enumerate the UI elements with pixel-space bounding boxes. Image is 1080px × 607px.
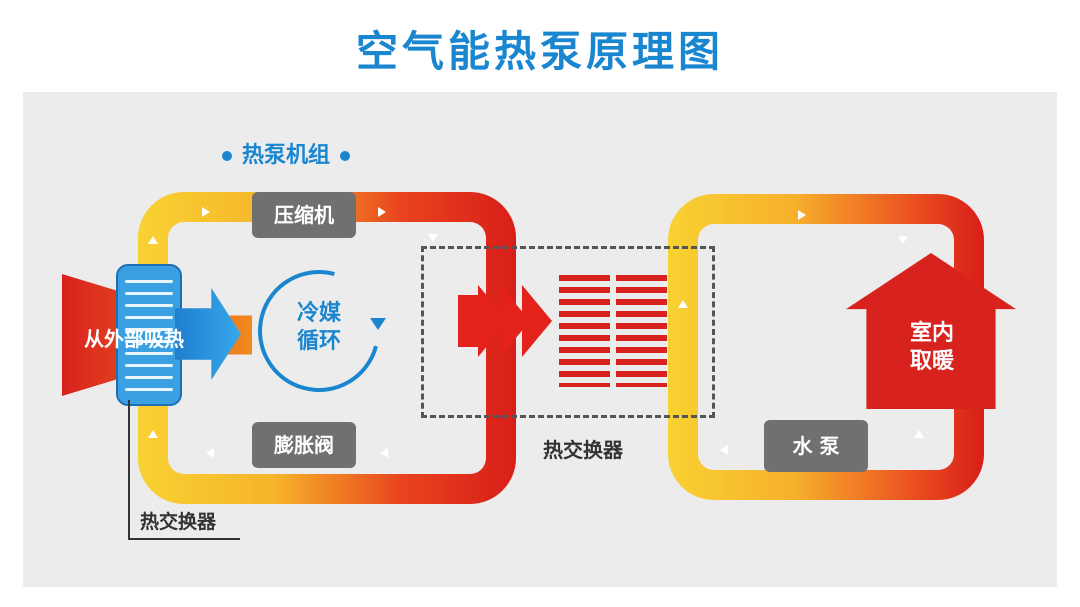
indoor-heating-text: 室内 取暖 <box>896 320 968 376</box>
outdoor-heat-exchanger <box>116 264 182 406</box>
indoor-heating-line2: 取暖 <box>909 349 954 374</box>
heat-transfer-chevron <box>522 285 552 357</box>
flow-arrow <box>202 207 210 217</box>
heat-pump-unit-label: 热泵机组 <box>212 138 360 174</box>
water-pump-box: 水 泵 <box>764 420 868 472</box>
refrigerant-cycle-line2: 循环 <box>296 329 341 354</box>
heat-exchanger-coil <box>559 275 667 387</box>
flow-arrow <box>148 430 158 438</box>
bullet-dot-right <box>340 151 351 161</box>
bullet-dot-left <box>222 151 232 161</box>
flow-arrow <box>378 207 386 217</box>
flow-arrow <box>428 234 438 242</box>
flow-arrow <box>678 300 688 308</box>
indoor-heating-line1: 室内 <box>909 321 954 346</box>
refrigerant-cycle-line1: 冷媒 <box>296 301 341 326</box>
heat-exchanger-dashed-frame <box>421 246 715 418</box>
refrigerant-cycle-text: 冷媒 循环 <box>282 300 356 356</box>
flow-arrow <box>380 448 388 458</box>
outdoor-heat-text: 从外部吸热 <box>84 327 184 351</box>
compressor-box: 压缩机 <box>252 192 356 238</box>
leader-line <box>128 400 130 540</box>
expansion-valve-box: 膨胀阀 <box>252 422 356 468</box>
outdoor-heat-exchanger-label: 热交换器 <box>140 511 217 533</box>
cycle-arrowhead-icon <box>370 318 386 330</box>
leader-line <box>128 538 240 540</box>
middle-heat-exchanger-label: 热交换器 <box>543 438 623 462</box>
flow-arrow <box>798 210 806 220</box>
flow-arrow <box>720 445 728 455</box>
heat-pump-unit-text: 热泵机组 <box>242 143 331 168</box>
flow-arrow <box>148 236 158 244</box>
flow-arrow <box>914 430 924 438</box>
flow-arrow <box>206 448 214 458</box>
flow-arrow <box>898 236 908 244</box>
diagram-title: 空气能热泵原理图 <box>355 27 724 76</box>
